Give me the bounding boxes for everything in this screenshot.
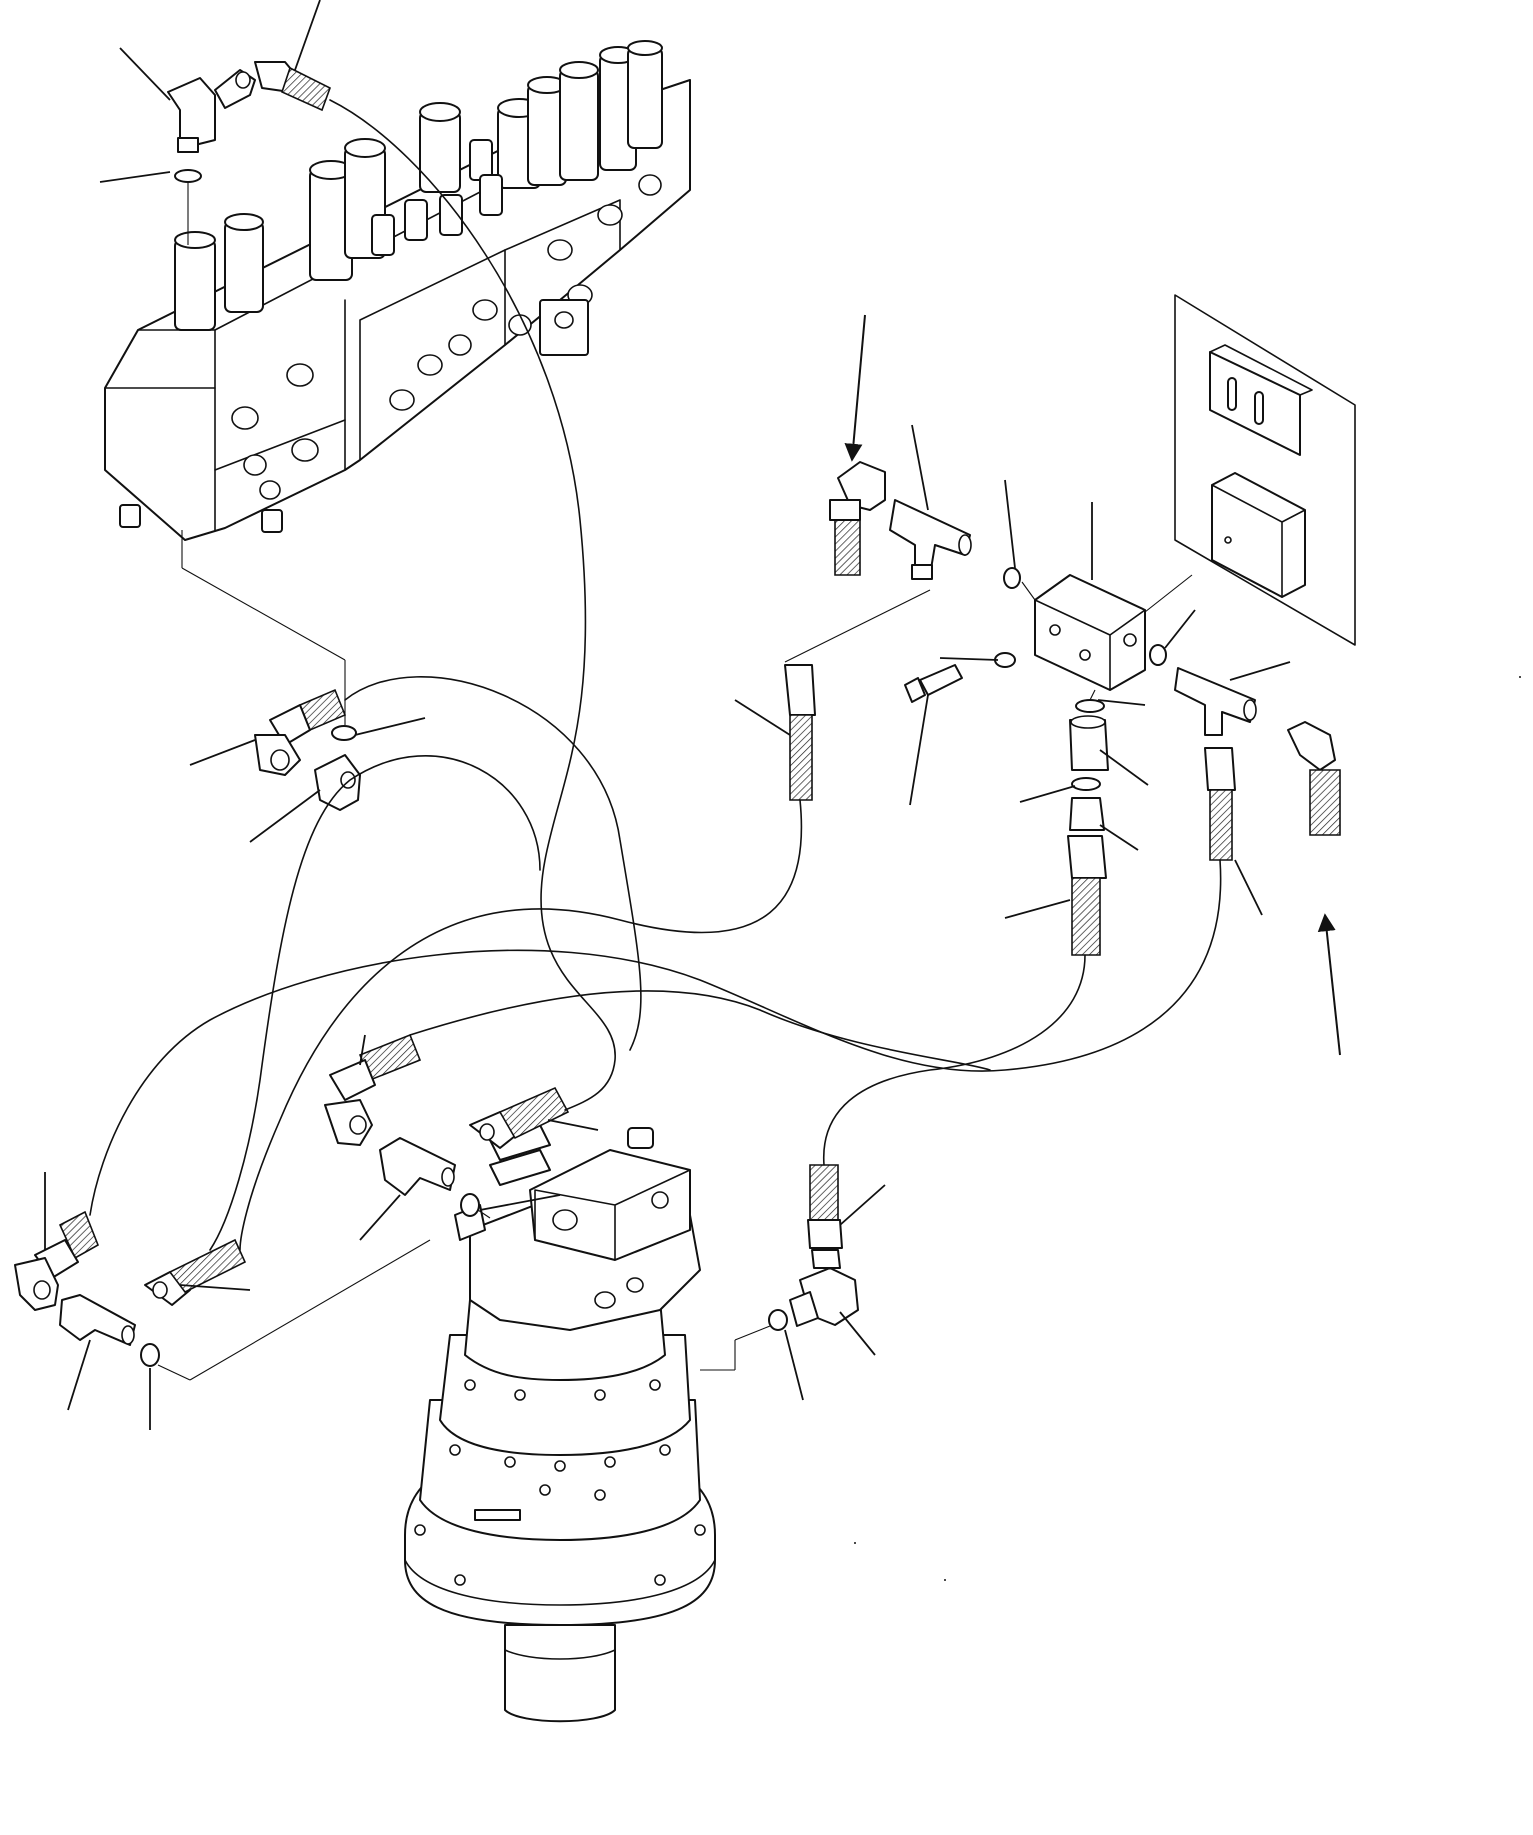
center-elbow-hose	[324, 1033, 422, 1146]
lower-right-hose-elbow	[789, 1164, 859, 1327]
control-valve	[104, 40, 691, 541]
lower-left-elbow-hose	[14, 1210, 99, 1311]
center-o-ring	[460, 1193, 480, 1217]
arrow-into-right-elbow	[1317, 913, 1341, 1056]
upper-elbow-fitting	[167, 69, 256, 153]
lower-left-tee	[59, 1294, 136, 1346]
center-tee	[379, 1137, 456, 1196]
upper-hose-end	[254, 61, 331, 112]
lower-left-hose-end	[144, 1238, 247, 1306]
mounting-bolt	[904, 652, 1016, 703]
valve-ports	[231, 174, 662, 500]
block-o-ring-left	[1003, 567, 1021, 589]
pilot-tee-upper	[889, 499, 972, 580]
swing-motor	[404, 1124, 716, 1723]
hose-routing	[89, 99, 1222, 1251]
block-o-ring-right	[1149, 644, 1167, 666]
pilot-elbow-right	[1287, 721, 1341, 836]
block-stack-fittings	[1067, 699, 1109, 956]
lower-left-o-ring	[140, 1343, 160, 1367]
pilot-tee-right	[1174, 667, 1257, 736]
lower-right-o-ring	[768, 1309, 788, 1331]
mid-elbow-hose	[254, 688, 361, 811]
arrow-into-upper-elbow	[844, 314, 866, 462]
mounting-bracket	[1174, 294, 1356, 646]
pilot-elbow-upper	[829, 461, 886, 576]
callout-leaders	[44, 0, 1291, 1430]
alignment-lines	[157, 530, 1096, 1381]
valve-spool-caps	[174, 40, 663, 331]
center-hose-end	[469, 1086, 570, 1149]
pilot-hose-right	[1204, 747, 1236, 861]
flow-arrows	[844, 314, 1341, 1056]
upper-o-ring	[174, 169, 202, 183]
junction-block	[1034, 574, 1146, 691]
pilot-hose-center	[784, 664, 816, 801]
motor-flange-bolts	[414, 1379, 706, 1586]
